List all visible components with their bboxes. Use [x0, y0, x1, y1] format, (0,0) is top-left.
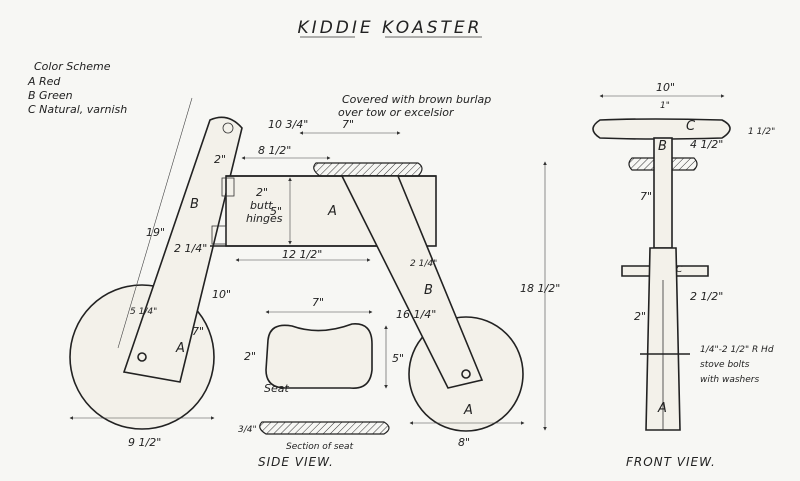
- color-scheme-legend: Color Scheme A Red B Green C Natural, va…: [27, 60, 127, 116]
- note-burlap-line2: over tow or excelsior: [338, 106, 455, 119]
- section-label: Section of seat: [286, 442, 354, 452]
- part-b-fork: B: [424, 283, 433, 298]
- side-view: A B A B A 10 3/4" 7" 8 1/2" 2" 5" 12 1/2…: [69, 93, 560, 469]
- dim-seat-2: 2": [244, 350, 256, 363]
- dim-16-1-4: 16 1/4": [396, 308, 436, 321]
- front-axle: [461, 369, 471, 379]
- dim-5-1-4: 5 1/4": [130, 307, 157, 317]
- lower-hinge: [211, 225, 227, 245]
- dim-front-2-1-2: 2 1/2": [690, 290, 723, 303]
- seat-detail: 7" 2" 5" Seat 3/4" Section of seat: [238, 296, 404, 452]
- dim-3-4: 3/4": [238, 425, 257, 435]
- legend-item-b: B Green: [28, 89, 73, 102]
- dim-9-1-2: 9 1/2": [128, 436, 161, 449]
- note-bolts-line1: 1/4"-2 1/2" R Hd: [700, 345, 774, 355]
- part-a-frame: A: [327, 204, 337, 219]
- part-a-front: A: [657, 401, 667, 416]
- dim-18-1-2: 18 1/2": [520, 282, 560, 295]
- front-column: [653, 137, 673, 249]
- part-b-front: B: [658, 139, 667, 154]
- note-bolts-line2: stove bolts: [700, 360, 750, 370]
- seat-side: [313, 162, 423, 177]
- part-c-bar: C: [686, 119, 696, 134]
- dim-8-1-2: 8 1/2": [258, 144, 291, 157]
- part-c-handle: C: [676, 265, 683, 275]
- legend-heading: Color Scheme: [34, 60, 111, 73]
- drawing-title: KIDDIE KOASTER: [298, 18, 483, 38]
- rear-axle: [137, 352, 147, 362]
- note-hinges-line3: hinges: [246, 212, 283, 225]
- note-burlap-line1: Covered with brown burlap: [342, 93, 491, 106]
- dim-7-left: 7": [192, 325, 204, 338]
- dim-10-3-4: 10 3/4": [268, 118, 308, 131]
- handlebar: [592, 118, 731, 140]
- dim-front-1: 1": [660, 101, 670, 111]
- seat-section: [259, 421, 390, 435]
- dim-seat-7: 7": [312, 296, 324, 309]
- dim-front-2: 2": [634, 310, 646, 323]
- dim-2-1-4-left: 2 1/4": [174, 242, 207, 255]
- rear-post-pivot: [222, 122, 234, 134]
- dim-12-1-2: 12 1/2": [282, 248, 322, 261]
- note-hinges-line2: butt: [250, 199, 273, 212]
- front-view: 10" 1" 4 1/2" 7" 2 1/2" 2" 1 1/2" C B A …: [592, 81, 775, 469]
- note-hinges-line1: 2": [256, 186, 268, 199]
- dim-line-19: [117, 97, 193, 349]
- dim-7-top: 7": [342, 118, 354, 131]
- dim-front-10: 10": [656, 81, 675, 94]
- dim-2-1-4-right: 2 1/4": [410, 259, 437, 269]
- dim-5: 5": [270, 205, 282, 218]
- dim-seat-5: 5": [392, 352, 404, 365]
- seat-top-view: [265, 323, 373, 389]
- dim-10-left: 10": [212, 288, 231, 301]
- part-b-post: B: [190, 197, 199, 212]
- dim-8: 8": [458, 436, 470, 449]
- dim-4-1-2: 4 1/2": [690, 138, 723, 151]
- note-bolts-line3: with washers: [700, 375, 759, 385]
- side-view-label: SIDE VIEW.: [258, 455, 334, 469]
- dim-front-1-1-2: 1 1/2": [748, 127, 775, 137]
- dim-front-7: 7": [640, 190, 652, 203]
- rear-post: [122, 116, 243, 383]
- legend-item-c: C Natural, varnish: [28, 103, 127, 116]
- upper-hinge: [221, 177, 235, 197]
- part-a-rear-wheel: A: [175, 341, 185, 356]
- dim-2-top: 2": [214, 153, 226, 166]
- seat-label: Seat: [264, 382, 289, 395]
- front-view-label: FRONT VIEW.: [626, 455, 716, 469]
- dim-19: 19": [146, 226, 165, 239]
- legend-item-a: A Red: [27, 75, 61, 88]
- part-a-front-wheel: A: [463, 403, 473, 418]
- front-fork: [340, 175, 484, 389]
